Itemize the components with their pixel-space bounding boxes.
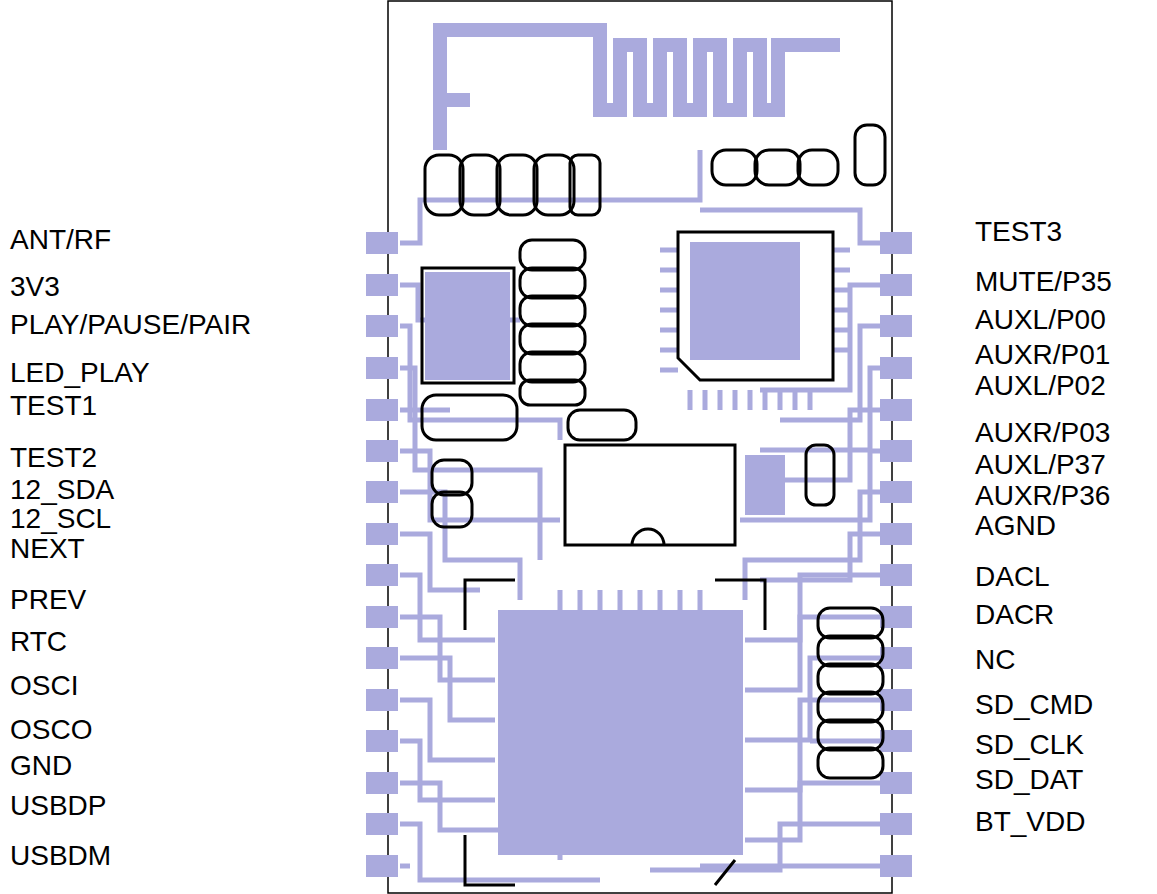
pin-label: BT_VDD xyxy=(975,806,1085,838)
pin-label: TEST3 xyxy=(975,216,1062,248)
pcb-traces xyxy=(400,150,880,880)
pin-label: AUXL/P37 xyxy=(975,449,1106,481)
pin-label: AUXL/P00 xyxy=(975,304,1106,336)
pin-label: DACR xyxy=(975,599,1054,631)
pin-label: NEXT xyxy=(10,533,85,565)
pin-label: LED_PLAY xyxy=(10,357,150,389)
pin-label: GND xyxy=(10,750,72,782)
pin-label: TEST1 xyxy=(10,390,97,422)
pin-label: AUXR/P01 xyxy=(975,339,1110,371)
pin-label: OSCI xyxy=(10,670,78,702)
pin-label: DACL xyxy=(975,561,1050,593)
pin-label: MUTE/P35 xyxy=(975,266,1112,298)
pin-label: USBDM xyxy=(10,840,111,872)
pin-label: ANT/RF xyxy=(10,224,111,256)
pin-label: 12_SDA xyxy=(10,474,114,506)
pin-label: AGND xyxy=(975,510,1056,542)
antenna-trace xyxy=(440,30,840,150)
board-outline xyxy=(388,1,892,893)
pin-label: 3V3 xyxy=(10,271,60,303)
pin-label: NC xyxy=(975,644,1015,676)
pin-label: AUXR/P03 xyxy=(975,417,1110,449)
pin-label: OSCO xyxy=(10,714,92,746)
pin-label: PREV xyxy=(10,584,86,616)
pin-label: USBDP xyxy=(10,790,106,822)
pin-label: 12_SCL xyxy=(10,503,111,535)
component-outlines xyxy=(422,125,885,885)
pin-label: SD_CLK xyxy=(975,729,1084,761)
pin-label: TEST2 xyxy=(10,442,97,474)
pin-label: RTC xyxy=(10,626,67,658)
pin-label: AUXR/P36 xyxy=(975,480,1110,512)
pin-label: AUXL/P02 xyxy=(975,370,1106,402)
edge-pads xyxy=(366,232,912,877)
pin-label: SD_CMD xyxy=(975,689,1093,721)
pin-label: SD_DAT xyxy=(975,764,1083,796)
pin-label: PLAY/PAUSE/PAIR xyxy=(10,309,251,341)
